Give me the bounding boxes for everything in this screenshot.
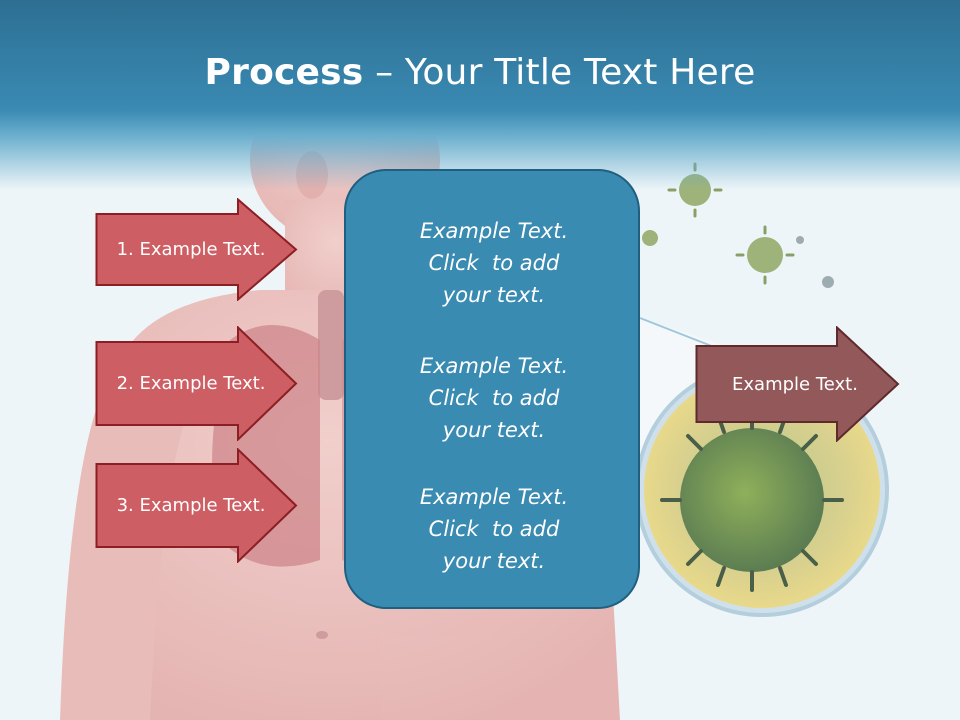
right-arrow[interactable]: Example Text. xyxy=(695,326,900,442)
center-paragraph-2[interactable]: Example Text. Click to add your text. xyxy=(346,350,642,446)
left-arrow-1-label: 1. Example Text. xyxy=(116,239,266,260)
center-text-box[interactable]: Example Text. Click to add your text. Ex… xyxy=(344,169,640,609)
paragraph-3-line-2: Click to add xyxy=(428,517,560,541)
paragraph-1-line-2: Click to add xyxy=(428,251,560,275)
header-band xyxy=(0,0,960,190)
title-bold: Process xyxy=(204,52,364,93)
paragraph-1-line-3: your text. xyxy=(442,283,546,307)
paragraph-2-line-2: Click to add xyxy=(428,386,560,410)
left-arrow-1[interactable]: 1. Example Text. xyxy=(95,198,298,301)
left-arrow-2[interactable]: 2. Example Text. xyxy=(95,326,298,441)
paragraph-2-line-1: Example Text. xyxy=(419,354,569,378)
title-rest: – Your Title Text Here xyxy=(363,52,756,93)
paragraph-3-line-1: Example Text. xyxy=(419,485,569,509)
right-arrow-label: Example Text. xyxy=(732,373,858,395)
paragraph-3-line-3: your text. xyxy=(442,549,546,573)
left-arrow-3-label: 3. Example Text. xyxy=(116,495,266,516)
virus-cell xyxy=(635,363,889,617)
left-arrow-3[interactable]: 3. Example Text. xyxy=(95,448,298,563)
paragraph-1-line-1: Example Text. xyxy=(419,219,569,243)
paragraph-2-line-3: your text. xyxy=(442,418,546,442)
center-paragraph-3[interactable]: Example Text. Click to add your text. xyxy=(346,481,642,577)
center-paragraph-1[interactable]: Example Text. Click to add your text. xyxy=(346,215,642,311)
slide-title[interactable]: Process – Your Title Text Here xyxy=(0,52,960,93)
left-arrow-2-label: 2. Example Text. xyxy=(116,373,266,394)
